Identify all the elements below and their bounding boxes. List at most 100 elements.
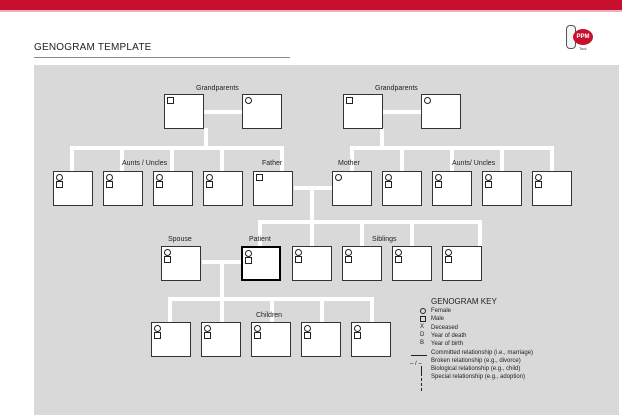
female-circle-icon [354, 325, 361, 332]
male-square-icon [56, 181, 63, 188]
connector [310, 186, 314, 222]
male-square-icon [106, 181, 113, 188]
biological-vline-icon [421, 366, 422, 376]
mother-box[interactable] [332, 171, 372, 206]
connector [280, 146, 284, 171]
aunt-uncle-box[interactable] [432, 171, 472, 206]
female-circle-icon [435, 174, 442, 181]
key-item: Deceased [431, 325, 459, 331]
female-circle-icon [445, 249, 452, 256]
male-square-icon [245, 257, 252, 264]
female-circle-icon [154, 325, 161, 332]
female-circle-icon [420, 308, 426, 314]
connector [370, 297, 374, 322]
aunt-uncle-box[interactable] [382, 171, 422, 206]
committed-line-icon [411, 355, 427, 356]
grandfather-paternal-box[interactable] [164, 94, 204, 129]
female-circle-icon [304, 325, 311, 332]
label-aunts-uncles-maternal: Aunts/ Uncles [452, 160, 496, 167]
male-square-icon [295, 256, 302, 263]
label-children: Children [256, 312, 283, 319]
ppm-logo: PPM Tool [563, 25, 599, 53]
male-square-icon [164, 256, 171, 263]
key-item: Year of death [431, 333, 467, 339]
female-circle-icon [106, 174, 113, 181]
male-square-icon [345, 256, 352, 263]
sibling-box[interactable] [342, 246, 382, 281]
child-box[interactable] [251, 322, 291, 357]
connector [350, 146, 354, 171]
child-box[interactable] [151, 322, 191, 357]
top-accent-bar [0, 0, 622, 10]
connector [380, 128, 384, 148]
connector [410, 220, 414, 246]
connector [170, 146, 174, 171]
logo-subtext: Tool [579, 46, 587, 51]
key-item: Male [431, 316, 445, 322]
connector [220, 146, 224, 171]
child-box[interactable] [201, 322, 241, 357]
male-square-icon [346, 97, 353, 104]
connector [70, 146, 284, 150]
male-square-icon [154, 332, 161, 339]
male-square-icon [420, 316, 426, 322]
aunt-uncle-box[interactable] [53, 171, 93, 206]
label-aunts-uncles-paternal: Aunts / Uncles [122, 160, 168, 167]
female-circle-icon [156, 174, 163, 181]
female-circle-icon [424, 97, 431, 104]
aunt-uncle-box[interactable] [103, 171, 143, 206]
connector [204, 128, 208, 148]
aunt-uncle-box[interactable] [482, 171, 522, 206]
key-title: GENOGRAM KEY [431, 297, 497, 306]
sibling-box[interactable] [392, 246, 432, 281]
connector [70, 146, 74, 171]
female-circle-icon [345, 249, 352, 256]
aunt-uncle-box[interactable] [203, 171, 243, 206]
sibling-box[interactable] [292, 246, 332, 281]
female-circle-icon [245, 97, 252, 104]
broken-slashes-icon: – / – [410, 361, 422, 367]
aunt-uncle-box[interactable] [532, 171, 572, 206]
male-square-icon [485, 181, 492, 188]
label-father: Father [262, 160, 283, 167]
female-circle-icon [295, 249, 302, 256]
connector [120, 146, 124, 171]
connector [220, 297, 224, 322]
special-dashed-icon [421, 388, 422, 391]
grandfather-maternal-box[interactable] [343, 94, 383, 129]
key-item: Special relationship (e.g., adoption) [431, 374, 526, 380]
label-mother: Mother [338, 160, 360, 167]
deceased-x-icon: X [420, 324, 425, 330]
connector [500, 146, 504, 171]
male-square-icon [304, 332, 311, 339]
key-item: Female [431, 308, 452, 314]
male-square-icon [256, 174, 263, 181]
special-dashed-icon [421, 378, 422, 381]
death-d-icon: D [420, 332, 425, 338]
female-circle-icon [485, 174, 492, 181]
key-item: Broken relationship (e.g., divorce) [431, 358, 521, 364]
male-square-icon [206, 181, 213, 188]
grandmother-paternal-box[interactable] [242, 94, 282, 129]
connector [310, 220, 314, 246]
male-square-icon [156, 181, 163, 188]
top-accent-shadow [0, 10, 622, 12]
patient-box[interactable] [241, 246, 281, 281]
connector [176, 110, 260, 114]
male-square-icon [354, 332, 361, 339]
child-box[interactable] [301, 322, 341, 357]
father-box[interactable] [253, 171, 293, 206]
aunt-uncle-box[interactable] [153, 171, 193, 206]
special-dashed-icon [421, 383, 422, 386]
sibling-box[interactable] [442, 246, 482, 281]
grandmother-maternal-box[interactable] [421, 94, 461, 129]
birth-b-icon: B [420, 340, 425, 346]
child-box[interactable] [351, 322, 391, 357]
spouse-box[interactable] [161, 246, 201, 281]
male-square-icon [204, 332, 211, 339]
connector [270, 297, 274, 322]
connector [550, 146, 554, 171]
label-siblings: Siblings [372, 236, 397, 243]
connector [258, 220, 262, 246]
logo-badge: PPM [573, 29, 593, 45]
